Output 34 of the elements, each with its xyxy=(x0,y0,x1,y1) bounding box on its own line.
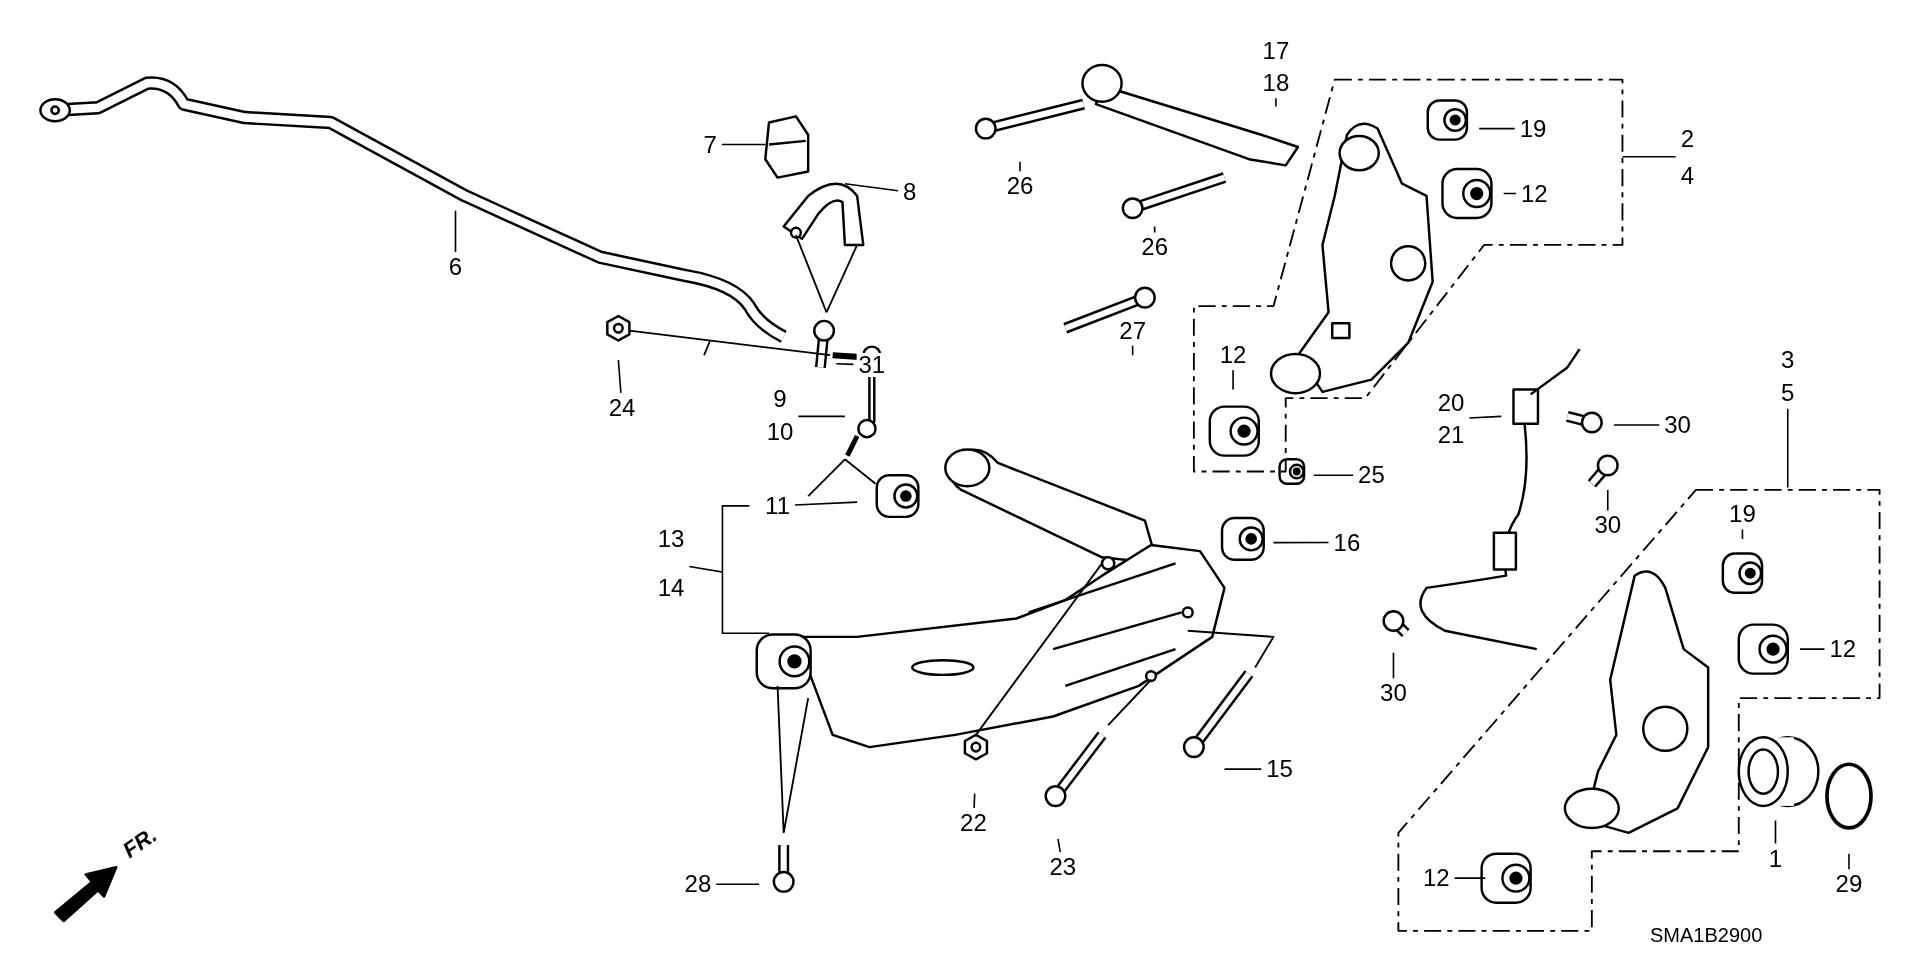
leader-line xyxy=(1799,648,1826,650)
leader-line xyxy=(1453,877,1487,879)
leader-line xyxy=(1153,225,1156,234)
leader-line xyxy=(1848,852,1850,871)
leader-line xyxy=(1392,652,1395,679)
leader-line xyxy=(1613,424,1660,426)
leader-line xyxy=(1275,97,1277,108)
leader-line xyxy=(721,143,767,146)
leader-line xyxy=(797,415,846,418)
leader-line xyxy=(1232,369,1234,391)
leader-line xyxy=(844,182,899,192)
leader-line xyxy=(1468,415,1502,419)
leader-line xyxy=(1057,838,1062,853)
leader-line xyxy=(1131,344,1134,356)
part-code: SMA1B2900 xyxy=(1650,923,1763,948)
leader-line xyxy=(688,505,770,634)
direction-label: FR. xyxy=(117,821,163,865)
leader-line xyxy=(1313,474,1354,476)
leader-line xyxy=(835,362,855,366)
leader-line xyxy=(1741,528,1744,540)
leader-line xyxy=(1786,407,1789,489)
leader-line xyxy=(617,359,622,394)
leader-line xyxy=(454,209,457,253)
leader-line xyxy=(1272,541,1330,544)
leader-line xyxy=(1502,192,1517,195)
leader-line xyxy=(1019,160,1021,172)
leader-line xyxy=(973,792,976,809)
leader-line xyxy=(1606,489,1609,512)
leader-line xyxy=(1774,819,1777,845)
leader-line xyxy=(1621,155,1677,158)
leader-line xyxy=(1478,127,1516,130)
leader-line xyxy=(1223,768,1263,770)
leader-line xyxy=(715,883,760,886)
leader-line xyxy=(794,501,858,506)
